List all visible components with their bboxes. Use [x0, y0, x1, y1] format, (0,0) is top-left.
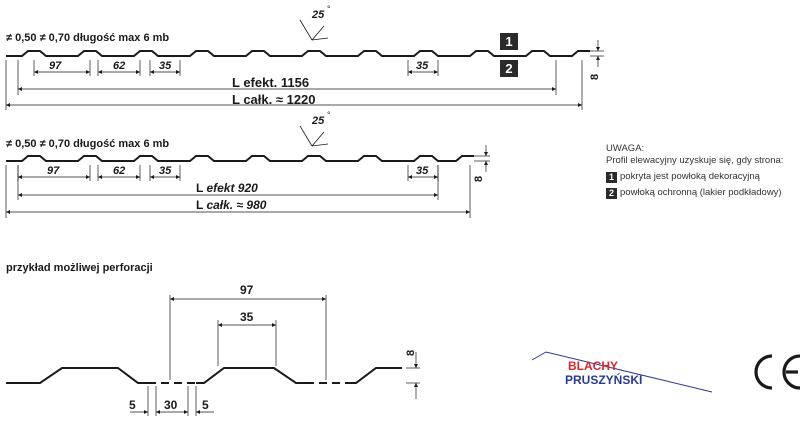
note-intro: Profil elewacyjny uzyskuje się, gdy stro…	[606, 155, 784, 166]
perf-gap-mid: 30	[164, 398, 178, 412]
logo-line-2: PRUSZYŃSKI	[565, 372, 642, 387]
perf-gap-right: 5	[202, 398, 209, 412]
uwaga-note: UWAGA: Profil elewacyjny uzyskuje się, g…	[606, 143, 783, 199]
dim-35: 35	[159, 60, 172, 72]
dim-97: 97	[49, 60, 62, 72]
dim-height: 8	[589, 74, 601, 80]
degree-symbol: °	[327, 4, 331, 14]
ce-mark-icon	[754, 354, 801, 390]
side-1-label: 1	[505, 34, 512, 49]
perf-dim-height: 8	[405, 350, 417, 356]
note-item-2: 2 powłoką ochronną (lakier podkładowy)	[606, 187, 783, 199]
note-item-2-text: powłoką ochronną (lakier podkładowy)	[620, 187, 782, 198]
perf-dim-35: 35	[240, 310, 254, 324]
length-effective: L efekt. 1156	[232, 75, 309, 90]
perforation-line-right	[350, 367, 402, 384]
note-heading: UWAGA:	[606, 143, 645, 154]
dim-lines-bottom	[5, 145, 490, 218]
note-badge-1: 1	[606, 171, 617, 183]
note-badge-2: 2	[606, 187, 617, 199]
thickness-label: ≠ 0,50 ≠ 0,70 długość max 6 mb	[6, 32, 169, 44]
blachy-pruszynski-logo: BLACHY PRUSZYŃSKI	[531, 351, 713, 393]
side-2-badge	[500, 60, 518, 77]
dim-height-2: 8	[473, 176, 485, 182]
side-1-badge	[500, 33, 518, 50]
note-item-1: 1 pokryta jest powłoką dekoracyjną	[606, 171, 783, 183]
profile-bottom: ≠ 0,50 ≠ 0,70 długość max 6 mb 25 ° 97 6…	[5, 110, 490, 218]
profile-line-top	[6, 50, 590, 57]
dim-lines-top	[5, 40, 604, 110]
perf-gap-left: 5	[129, 398, 136, 412]
note-item-1-text: pokryta jest powłoką dekoracyjną	[620, 171, 760, 182]
profile-line-bottom	[6, 155, 474, 162]
dim-35-right: 35	[416, 60, 429, 72]
thickness-label-2: ≠ 0,50 ≠ 0,70 długość max 6 mb	[6, 138, 169, 150]
angle-label-2: 25	[311, 115, 325, 127]
perforation-line-left	[6, 367, 148, 384]
length-total-2: L całk. ≈ 980	[196, 198, 267, 212]
dim-62-2: 62	[113, 165, 125, 177]
length-total: L całk. ≈ 1220	[232, 92, 316, 107]
perforation-line-mid	[196, 367, 306, 384]
perforation-title: przykład możliwej perforacji	[6, 262, 153, 274]
length-effective-2: L efekt 920	[196, 181, 258, 195]
dim-62: 62	[113, 60, 125, 72]
logo-roof-line	[531, 351, 713, 393]
perforation-example: przykład możliwej perforacji 97 35 8 5 3…	[6, 262, 420, 416]
logo-line-1: BLACHY	[568, 359, 618, 373]
dim-35-2: 35	[159, 165, 172, 177]
side-2-label: 2	[505, 61, 512, 76]
angle-label: 25	[311, 9, 325, 21]
angle-indicator-2	[299, 125, 329, 147]
dim-97-2: 97	[47, 165, 60, 177]
angle-indicator	[299, 19, 329, 41]
profile-top: ≠ 0,50 ≠ 0,70 długość max 6 mb 25 ° 1 2	[5, 4, 604, 110]
degree-symbol-2: °	[327, 110, 331, 120]
perf-dim-97: 97	[240, 283, 254, 297]
perforation-dims	[130, 295, 420, 416]
dim-35-right-2: 35	[416, 165, 429, 177]
